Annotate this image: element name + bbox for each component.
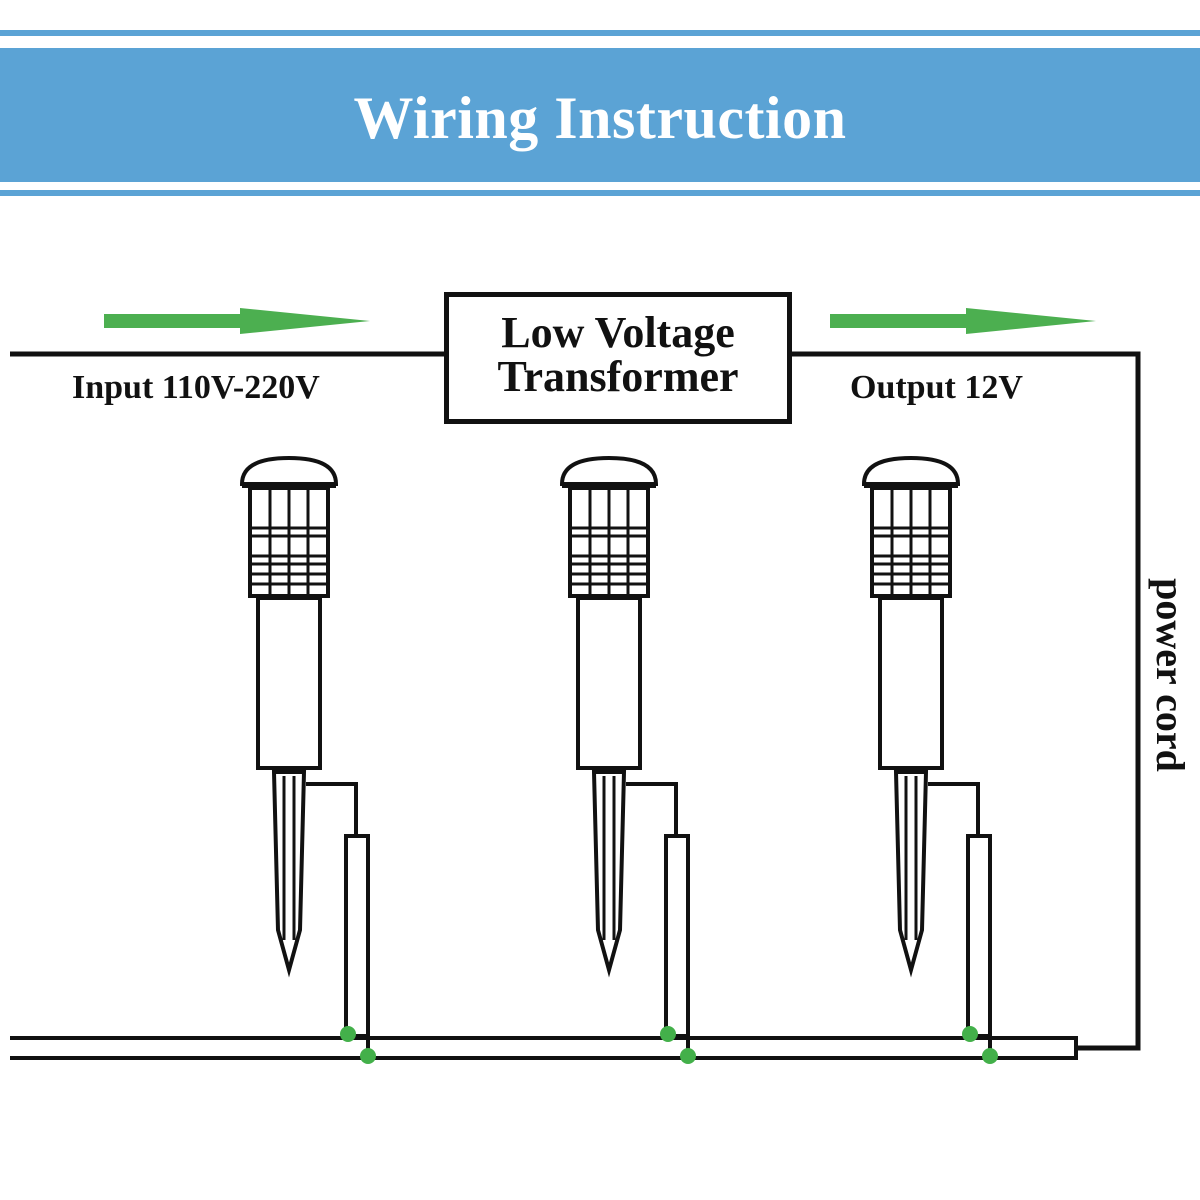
output-voltage-label: Output 12V — [850, 369, 1023, 406]
banner-bottom-rule — [0, 190, 1200, 196]
power-cord-label-container: power cord — [1142, 570, 1198, 780]
input-voltage-label: Input 110V-220V — [72, 369, 320, 406]
garden-lamp-1 — [240, 456, 378, 1066]
garden-lamp-3 — [862, 456, 1000, 1066]
garden-lamp-2 — [560, 456, 698, 1066]
banner-top-rule — [0, 30, 1200, 36]
title-banner — [0, 48, 1200, 182]
transformer-label: Low Voltage Transformer — [449, 311, 787, 399]
transformer-line2: Transformer — [497, 352, 739, 401]
power-cord-wire — [784, 351, 1141, 1051]
input-arrow-icon — [104, 308, 370, 334]
power-cord-label: power cord — [1148, 578, 1193, 772]
main-cable — [10, 1036, 1078, 1060]
transformer-box: Low Voltage Transformer — [444, 292, 792, 424]
output-arrow-icon — [830, 308, 1096, 334]
page-title: Wiring Instruction — [353, 85, 847, 151]
transformer-line1: Low Voltage — [501, 308, 735, 357]
